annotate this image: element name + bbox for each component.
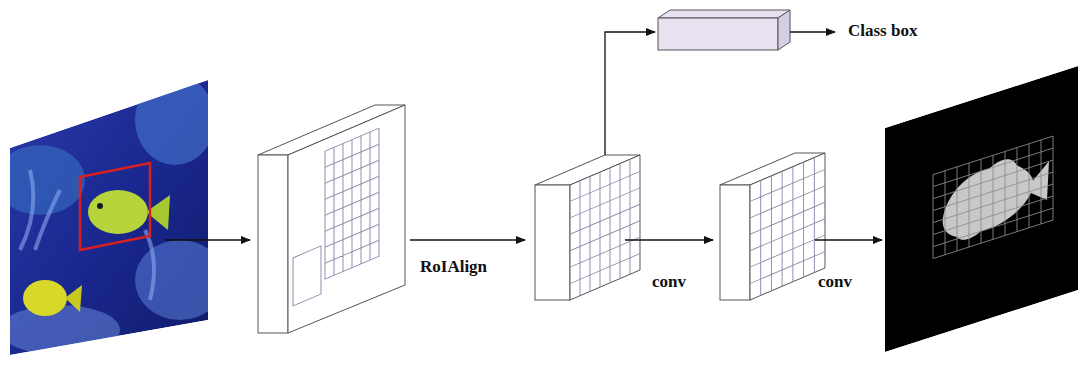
input-image — [0, 75, 225, 355]
conv-feature — [720, 153, 825, 300]
roi-feature — [535, 155, 640, 300]
operation-label: conv — [818, 272, 852, 292]
operation-label: RoIAlign — [420, 257, 487, 277]
feature-map — [258, 105, 405, 333]
flow-arrow — [625, 239, 713, 240]
flow-arrow — [605, 32, 655, 155]
flow-arrow — [790, 31, 835, 32]
operation-label: conv — [652, 272, 686, 292]
flow-arrow — [410, 239, 525, 240]
fc-head — [658, 10, 790, 50]
flow-arrow — [165, 239, 250, 240]
flow-arrow — [815, 239, 882, 240]
mask-output — [885, 66, 1078, 352]
output-label: Class box — [848, 21, 917, 41]
